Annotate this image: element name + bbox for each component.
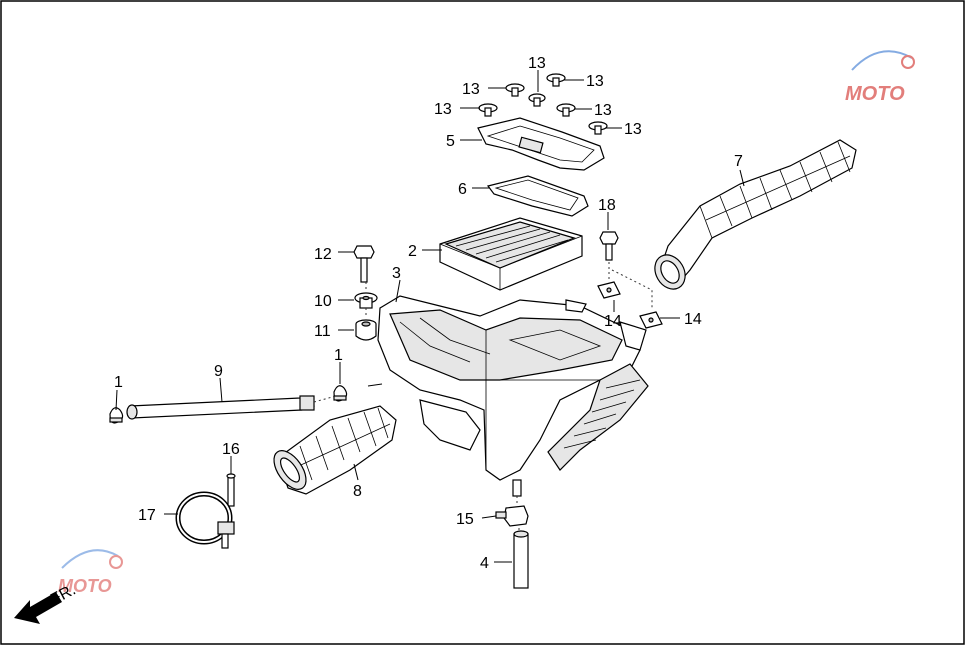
callout-17: 17 xyxy=(138,507,156,524)
callout-15: 15 xyxy=(456,511,474,528)
callout-13: 13 xyxy=(434,101,452,118)
watermark-logo-bottom: MOTO xyxy=(58,549,123,596)
callout-18: 18 xyxy=(598,197,616,214)
part-8-connecting-boot xyxy=(273,405,397,495)
part-6-gasket xyxy=(486,175,589,217)
callout-12: 12 xyxy=(314,246,332,263)
callout-13: 13 xyxy=(586,73,604,90)
part-9-breather-hose xyxy=(126,395,337,420)
part-15-clamp xyxy=(495,505,529,527)
part-1-hose-clip xyxy=(333,385,348,402)
front-direction-indicator: FR. xyxy=(14,581,79,624)
part-2-filter-element xyxy=(439,217,583,291)
callout-10: 10 xyxy=(314,293,332,310)
part-16-pin xyxy=(226,473,236,507)
callout-16: 16 xyxy=(222,441,240,458)
part-13-screws xyxy=(478,73,608,135)
part-18-bolt xyxy=(599,231,619,261)
part-14-nut xyxy=(639,311,663,329)
part-12-bolt xyxy=(353,245,375,283)
screw-icon xyxy=(478,103,498,117)
callout-11: 11 xyxy=(314,323,331,340)
callout-8: 8 xyxy=(353,483,362,500)
watermark-logo-top: MOTO xyxy=(845,50,915,105)
screw-icon xyxy=(546,73,566,87)
part-4-drain-tube xyxy=(513,530,529,589)
callout-13: 13 xyxy=(462,81,480,98)
callout-13: 13 xyxy=(528,55,546,72)
part-5-cover-plate xyxy=(477,117,605,171)
part-1-hose-clip xyxy=(109,407,124,424)
callout-9: 9 xyxy=(214,363,223,380)
part-10-collar xyxy=(354,292,378,309)
callout-2: 2 xyxy=(408,243,417,260)
callout-1: 1 xyxy=(114,374,123,391)
part-7-intake-duct xyxy=(654,139,857,290)
callout-7: 7 xyxy=(734,153,743,170)
screw-icon xyxy=(556,103,576,117)
watermark-text: MOTO xyxy=(845,83,905,105)
part-11-grommet xyxy=(355,319,377,341)
callout-13: 13 xyxy=(594,102,612,119)
leader-lines xyxy=(115,70,745,563)
watermark-text: MOTO xyxy=(58,576,112,596)
part-17-band-clamp xyxy=(175,491,235,549)
part-14-nut xyxy=(597,281,621,299)
front-arrow-icon xyxy=(14,592,62,624)
callout-6: 6 xyxy=(458,181,467,198)
callout-13: 13 xyxy=(624,121,642,138)
part-3-air-box-housing xyxy=(367,295,649,497)
callout-14: 14 xyxy=(684,311,702,328)
callout-4: 4 xyxy=(480,555,489,572)
callout-labels: 1 1 2 3 4 5 6 7 8 9 10 11 12 13 13 13 13… xyxy=(114,55,743,572)
callout-1: 1 xyxy=(334,347,343,364)
screw-icon xyxy=(505,83,525,97)
screw-icon xyxy=(528,93,546,107)
screw-icon xyxy=(588,121,608,135)
callout-3: 3 xyxy=(392,265,401,282)
callout-5: 5 xyxy=(446,133,455,150)
callout-14: 14 xyxy=(604,313,622,330)
